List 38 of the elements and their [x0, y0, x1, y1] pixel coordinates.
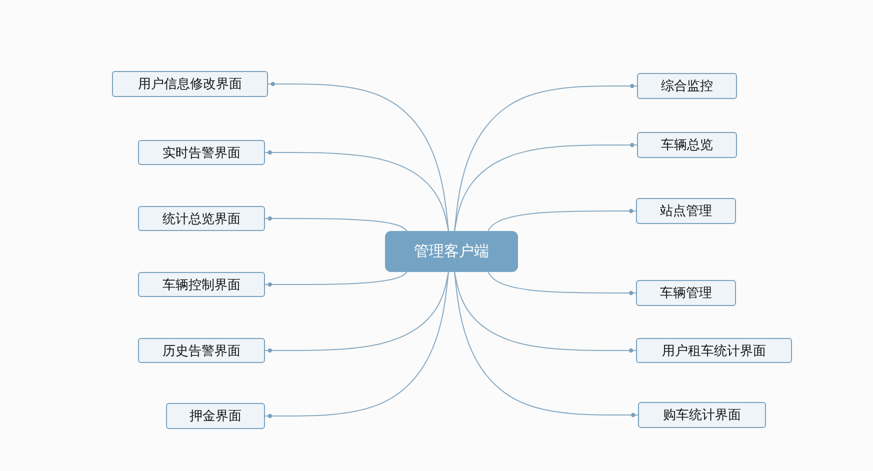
topic-label: 车辆总览 [661, 137, 713, 154]
topic-box [637, 73, 737, 99]
topic-box [138, 272, 265, 297]
topic-box [138, 338, 265, 363]
topic-label: 实时告警界面 [162, 144, 240, 162]
topic-box [636, 198, 736, 224]
connector [454, 272, 636, 353]
connector [264, 216, 408, 232]
topic-label: 管理客户端 [414, 242, 489, 261]
topic-label: 综合监控 [661, 78, 713, 95]
topic-label: 用户租车统计界面 [662, 342, 766, 360]
central-topic [385, 231, 518, 272]
topic-label: 统计总览界面 [162, 210, 240, 228]
connector [264, 150, 449, 232]
connector [264, 272, 449, 418]
topic-box [138, 206, 265, 231]
topic-box [166, 403, 265, 429]
connector [488, 272, 636, 296]
topic-label: 站点管理 [660, 203, 712, 220]
connector [264, 272, 408, 287]
topic-box [636, 280, 736, 306]
connector [454, 84, 638, 232]
connector [264, 272, 449, 353]
topic-label: 押金界面 [190, 408, 242, 425]
topic-box [636, 338, 792, 363]
topic-label: 车辆管理 [660, 285, 712, 302]
topic-box [138, 140, 265, 165]
topic-label: 历史告警界面 [162, 342, 240, 360]
topic-box [637, 132, 737, 158]
connector [268, 82, 449, 232]
topic-box [112, 71, 268, 97]
topic-label: 用户信息修改界面 [138, 76, 242, 93]
topic-box [638, 402, 766, 428]
topic-label: 购车统计界面 [663, 407, 741, 424]
topic-label: 车辆控制界面 [162, 276, 240, 294]
connector [454, 272, 638, 418]
connector [488, 208, 636, 232]
connector [454, 142, 638, 232]
